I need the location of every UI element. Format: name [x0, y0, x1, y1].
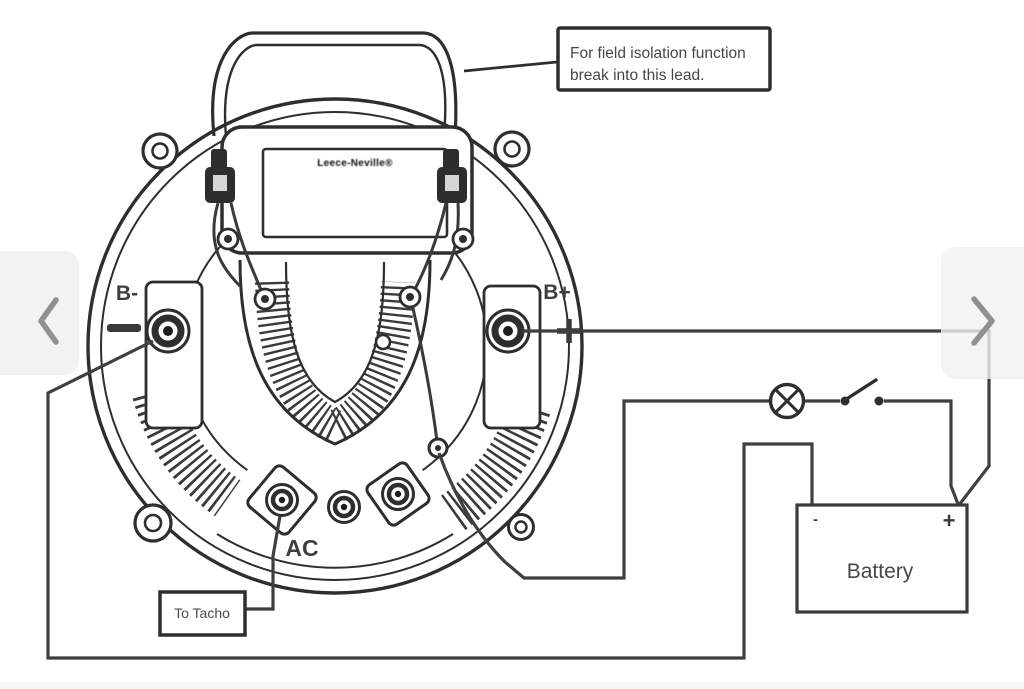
carousel-prev-button[interactable] — [38, 297, 59, 345]
ac-label: AC — [285, 535, 318, 561]
field-connector-right — [437, 149, 467, 203]
ac-terminal-2 — [327, 490, 361, 524]
housing-bolts — [216, 227, 475, 311]
battery-positive-symbol: + — [943, 508, 956, 533]
center-hole — [374, 333, 392, 351]
rotor-outline-inner — [284, 261, 386, 404]
b-plus-bracket — [482, 284, 542, 430]
circuit-wires — [46, 329, 991, 660]
field-lead-ring — [427, 437, 449, 459]
ground-wire — [46, 339, 814, 660]
battery-negative-symbol: - — [813, 511, 818, 528]
housing-outer-circle — [86, 97, 584, 595]
callout-line-2: break into this lead. — [570, 67, 704, 84]
carousel-prev-panel — [0, 251, 79, 375]
handle-inner — [223, 43, 447, 137]
excitation-wire-left — [437, 399, 770, 580]
callout-line-1: For field isolation function — [570, 45, 746, 62]
b-plus-terminal — [485, 308, 531, 354]
field-isolation-lead — [410, 303, 439, 442]
mounting-lug-bottom-right — [507, 513, 535, 541]
switch-icon — [840, 378, 884, 406]
b-plus-label: B+ — [543, 281, 570, 304]
callout-leader-line — [463, 60, 558, 73]
b-minus-label: B- — [116, 282, 138, 305]
to-tacho-box: To Tacho — [158, 590, 247, 637]
b-plus-wire — [522, 329, 991, 506]
chevron-right-icon[interactable] — [971, 296, 995, 346]
rotor-hatching — [255, 281, 415, 446]
mounting-lug-top-left — [141, 132, 179, 170]
alternator-drawing: Leece-Neville® — [86, 31, 584, 595]
field-leads — [212, 202, 460, 442]
to-tacho-label: To Tacho — [174, 605, 230, 621]
handle-outer — [211, 31, 458, 137]
callout-box — [556, 26, 772, 92]
carousel-next-button[interactable] — [971, 296, 995, 346]
indicator-lamp-icon — [768, 382, 806, 420]
battery-box: - + Battery — [795, 503, 969, 614]
b-minus-terminal — [145, 308, 191, 354]
tacho-wire — [246, 515, 282, 611]
callout: For field isolation function break into … — [463, 26, 772, 92]
brand-label: Leece-Neville® — [317, 158, 393, 169]
housing-rim-circle — [100, 111, 570, 581]
b-minus-bracket — [144, 280, 204, 430]
excitation-wire-right — [884, 399, 960, 505]
mounting-lug-top-right — [493, 130, 531, 168]
minus-symbol — [107, 324, 141, 332]
chevron-left-icon[interactable] — [38, 297, 59, 345]
mounting-lug-bottom-left — [133, 503, 173, 543]
ac-terminal-3 — [381, 477, 415, 511]
field-connector-left — [205, 149, 235, 203]
bottom-edge-strip — [0, 682, 1024, 689]
rotor-outline-outer — [238, 259, 432, 446]
rim-arc-detail — [216, 533, 454, 569]
battery-label: Battery — [847, 560, 914, 583]
ac-terminal-1 — [265, 483, 299, 517]
